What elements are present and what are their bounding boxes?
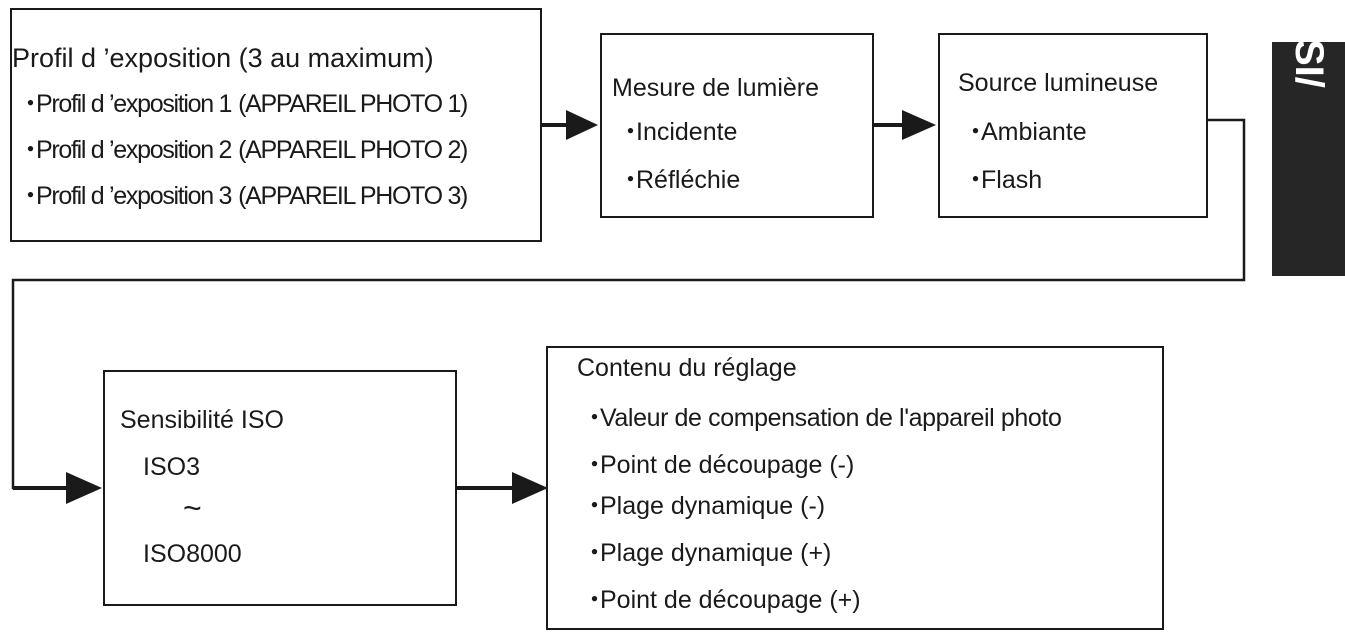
settings-item-label: Plage dynamique (-) (600, 492, 826, 520)
metering-item-label: Incidente (636, 118, 738, 146)
settings-item-label: Plage dynamique (+) (600, 539, 832, 567)
metering-item-incident: ・Incidente (618, 117, 737, 147)
light-source-item-label: Ambiante (981, 118, 1087, 146)
iso-sensitivity-box (103, 370, 457, 606)
metering-title: Mesure de lumière (612, 74, 820, 102)
iso-max-value: ISO8000 (143, 540, 242, 568)
profile-camera: (APPAREIL PHOTO 2) (238, 136, 468, 164)
exposure-profile-item-3: ・Profil d ’exposition 3 (APPAREIL PHOTO … (18, 181, 468, 211)
iso-range-symbol: ~ (183, 490, 202, 526)
settings-item-label: Point de découpage (-) (600, 451, 855, 479)
connector-light-source-to-iso (11, 118, 1246, 504)
settings-item-label: Valeur de compensation de l'appareil pho… (600, 404, 1062, 432)
profile-name: Profil d ’exposition 3 (36, 182, 232, 210)
light-source-item-label: Flash (981, 166, 1043, 194)
profile-name: Profil d ’exposition 2 (36, 136, 232, 164)
exposure-profile-item-1: ・Profil d ’exposition 1 (APPAREIL PHOTO … (18, 89, 468, 119)
settings-item-label: Point de découpage (+) (600, 586, 861, 614)
light-source-box (938, 33, 1208, 218)
bullet: ・ (618, 166, 644, 194)
settings-item-clipping-minus: ・Point de découpage (-) (582, 450, 854, 480)
settings-item-camera-compensation: ・Valeur de compensation de l'appareil ph… (582, 403, 1062, 433)
metering-item-reflected: ・Réfléchie (618, 165, 740, 195)
side-tab-label: SI/ (1287, 39, 1331, 88)
bullet: ・ (582, 539, 608, 567)
exposure-profile-box (10, 8, 542, 242)
metering-item-label: Réfléchie (636, 166, 741, 194)
profile-camera: (APPAREIL PHOTO 1) (238, 90, 468, 118)
exposure-profile-item-2: ・Profil d ’exposition 2 (APPAREIL PHOTO … (18, 135, 468, 165)
bullet: ・ (582, 492, 608, 520)
arrow-metering-to-light-source (874, 110, 936, 140)
side-tab (1272, 42, 1345, 276)
light-source-title: Source lumineuse (958, 69, 1159, 97)
arrow-profile-to-metering (541, 110, 598, 140)
arrow-iso-to-settings (456, 472, 548, 504)
settings-title: Contenu du réglage (577, 354, 797, 382)
settings-item-dynamic-range-minus: ・Plage dynamique (-) (582, 491, 825, 521)
profile-camera: (APPAREIL PHOTO 3) (238, 182, 468, 210)
bullet: ・ (963, 166, 989, 194)
exposure-profile-title: Profil d ’exposition (3 au maximum) (12, 43, 434, 73)
light-source-item-flash: ・Flash (963, 165, 1042, 195)
settings-item-dynamic-range-plus: ・Plage dynamique (+) (582, 538, 831, 568)
bullet: ・ (18, 90, 44, 118)
bullet: ・ (18, 136, 44, 164)
metering-box (600, 33, 874, 218)
settings-content-box (546, 346, 1164, 630)
light-source-item-ambient: ・Ambiante (963, 117, 1087, 147)
iso-min-value: ISO3 (143, 453, 200, 481)
bullet: ・ (963, 118, 989, 146)
settings-item-clipping-plus: ・Point de découpage (+) (582, 585, 861, 615)
iso-title: Sensibilité ISO (120, 406, 284, 434)
bullet: ・ (618, 118, 644, 146)
profile-name: Profil d ’exposition 1 (36, 90, 232, 118)
bullet: ・ (18, 182, 44, 210)
bullet: ・ (582, 586, 608, 614)
bullet: ・ (582, 451, 608, 479)
bullet: ・ (582, 404, 608, 432)
